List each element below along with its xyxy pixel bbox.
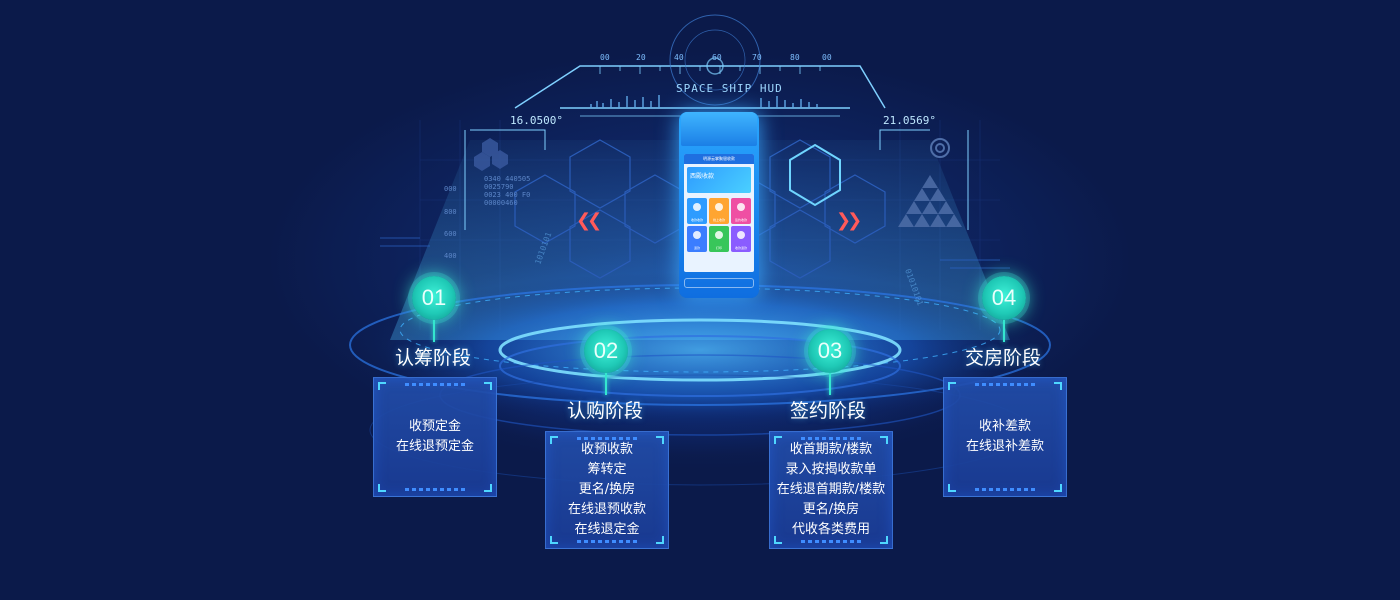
side-number: 800 (444, 208, 457, 216)
ruler-tick-label: 60 (712, 53, 722, 62)
app-tile: 打印 (709, 226, 729, 252)
screen-banner: 西殿收款 (687, 167, 751, 193)
target-circle (669, 14, 761, 106)
app-tile: 退款 (687, 226, 707, 252)
stage-item: 录入按揭收款单 (785, 462, 877, 477)
chevron-left-icon: ❮❮ (576, 210, 602, 231)
panel-text: 0340 440505 (484, 175, 531, 183)
stage-number-badge: 02 (584, 329, 628, 373)
pos-terminal: 明源云掌聚银收款 西殿收款 收款收款 线上收款 签约收款 退款 打印 收款退款 (679, 112, 759, 298)
right-coordinate: 21.0569° (883, 114, 936, 127)
app-grid: 收款收款 线上收款 签约收款 退款 打印 收款退款 (684, 196, 754, 254)
stage-number-badge: 01 (412, 276, 456, 320)
stage-item: 收预定金 (408, 419, 461, 434)
app-tile-label: 打印 (715, 246, 722, 250)
stage-item: 收预收款 (580, 442, 633, 457)
stage-card: 收预定金 在线退预定金 (373, 377, 497, 497)
stage-item: 在线退预收款 (567, 502, 646, 517)
app-tile: 签约收款 (731, 198, 751, 224)
connector-line (829, 373, 831, 395)
app-tile-label: 退款 (693, 246, 700, 250)
side-lines (380, 237, 1010, 269)
gear-icon (930, 138, 950, 158)
stage-title: 签约阶段 (790, 400, 867, 422)
ruler-tick-label: 70 (752, 53, 762, 62)
side-number: 000 (444, 185, 457, 193)
app-tile-label: 收款退款 (734, 246, 747, 250)
ruler-tick-label: 80 (790, 53, 800, 62)
wave-bars (590, 95, 818, 108)
stage-card: 收首期款/楼款 录入按揭收款单 在线退首期款/楼款 更名/换房 代收各类费用 (769, 431, 893, 549)
stage-item: 更名/换房 (578, 482, 636, 497)
stage-item: 代收各类费用 (791, 522, 870, 537)
app-tile-label: 收款收款 (690, 218, 703, 222)
stage-title: 认筹阶段 (395, 347, 472, 369)
app-tile: 收款退款 (731, 226, 751, 252)
app-tile-label: 签约收款 (734, 218, 747, 222)
stage-card: 收预收款 筹转定 更名/换房 在线退预收款 在线退定金 (545, 431, 669, 549)
panel-text: 0023 400 F0 (484, 191, 531, 199)
stage-number-badge: 04 (982, 276, 1026, 320)
stage-item: 收补差款 (978, 419, 1031, 434)
stage-item: 更名/换房 (802, 502, 860, 517)
stage-item: 在线退补差款 (965, 439, 1044, 454)
pos-screen: 明源云掌聚银收款 西殿收款 收款收款 线上收款 签约收款 退款 打印 收款退款 (684, 154, 754, 272)
hexagon-highlight (789, 143, 841, 207)
ruler-tick-label: 20 (636, 53, 646, 62)
phone-nav-bar (684, 278, 754, 288)
side-number: 400 (444, 252, 457, 260)
stage-item: 收首期款/楼款 (789, 442, 873, 457)
side-number: 600 (444, 230, 457, 238)
panel-text: 00000460 (484, 199, 518, 207)
connector-line (433, 320, 435, 342)
ruler-tick-label: 00 (600, 53, 610, 62)
connector-line (605, 373, 607, 395)
stage-item: 在线退首期款/楼款 (776, 482, 886, 497)
chevron-right-icon: ❯❯ (836, 210, 862, 231)
stage-item: 在线退定金 (574, 522, 640, 537)
app-tile-label: 线上收款 (712, 218, 725, 222)
stage-item: 筹转定 (587, 462, 627, 477)
stage-title: 交房阶段 (965, 347, 1042, 369)
printer-head (681, 112, 757, 146)
stage-title: 认购阶段 (567, 400, 644, 422)
hex-cluster (474, 138, 508, 171)
platform-glow (345, 272, 1055, 428)
ruler-tick-label: 00 (822, 53, 832, 62)
ruler-tick-label: 40 (674, 53, 684, 62)
panel-text: 0025790 (484, 183, 514, 191)
app-tile: 收款收款 (687, 198, 707, 224)
stage-item: 在线退预定金 (395, 439, 474, 454)
connector-line (1003, 320, 1005, 342)
stage-number-badge: 03 (808, 329, 852, 373)
triangle-pyramid (898, 175, 962, 227)
screen-title-bar: 明源云掌聚银收款 (684, 154, 754, 164)
stage-card: 收补差款 在线退补差款 (943, 377, 1067, 497)
app-tile: 线上收款 (709, 198, 729, 224)
hud-title: SPACE SHIP HUD (676, 82, 783, 95)
left-coordinate: 16.0500° (510, 114, 563, 127)
